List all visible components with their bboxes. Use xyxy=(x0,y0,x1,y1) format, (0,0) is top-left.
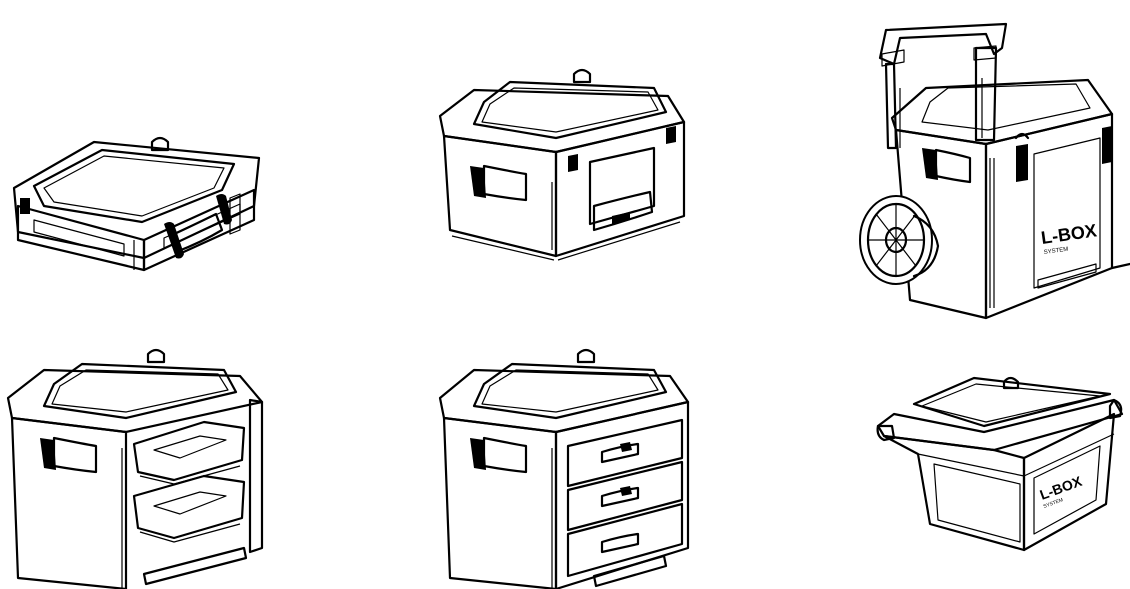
wheel-icon xyxy=(859,195,940,285)
product-drawer-case xyxy=(434,348,696,589)
product-shelf-case xyxy=(4,348,274,589)
telescopic-handle-icon xyxy=(878,22,1008,150)
product-rolling-case: L-BOX SYSTEM xyxy=(856,18,1130,322)
shelf-icon xyxy=(132,420,246,543)
brand-logo: L-BOX xyxy=(1040,220,1098,248)
product-medium-case xyxy=(434,66,690,262)
product-open-tray: L-BOX SYSTEM xyxy=(874,374,1124,554)
brand-logo-sub: SYSTEM xyxy=(1043,247,1068,256)
product-flat-case xyxy=(4,128,266,276)
tray-icon: L-BOX SYSTEM xyxy=(876,376,1124,552)
drawer-icon xyxy=(566,418,684,578)
toolbox-icon xyxy=(438,68,686,261)
toolbox-icon xyxy=(12,136,261,272)
